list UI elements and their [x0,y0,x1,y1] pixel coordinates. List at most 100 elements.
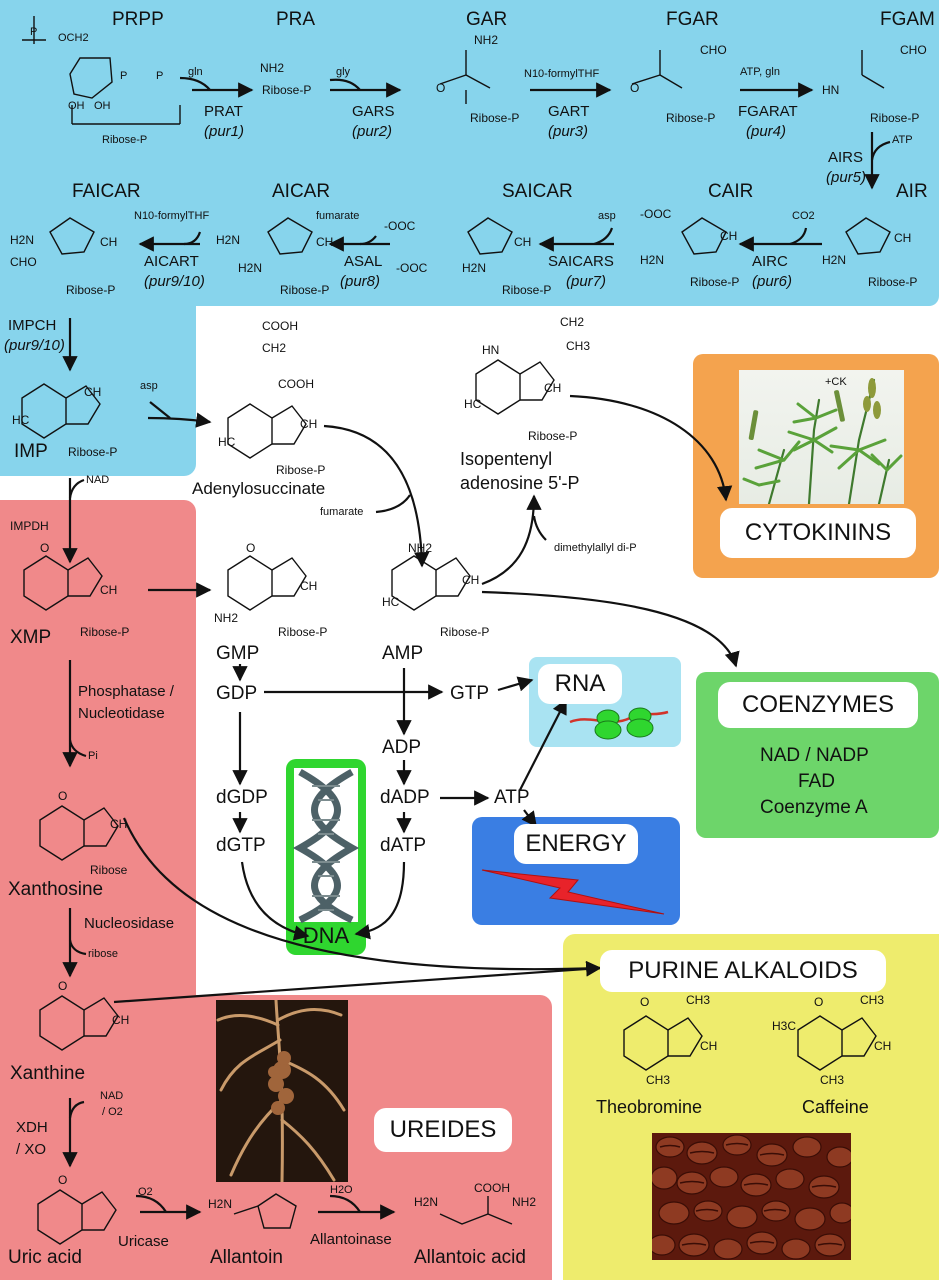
faicar-label: FAICAR [72,181,141,202]
fgarat-label: FGARAT [738,103,798,120]
asal-label: ASAL [344,253,383,270]
prpp-oh2: OH [94,100,111,112]
xmp-ribose-p: Ribose-P [80,625,130,639]
lupin-plant-photo: +CK [739,370,904,504]
isopentenyl-hn: HN [482,343,500,357]
gdp-label: GDP [216,683,258,704]
prpp-och2: OCH2 [58,32,89,44]
nucleotidase-label: Nucleotidase [78,705,165,722]
allantoic-cooh: COOH [474,1181,510,1195]
prpp-p: P [30,26,38,38]
xanthine-ch: CH [112,1013,130,1027]
cytokinins-box: CYTOKININS [720,508,916,558]
theobromine-o: O [640,995,650,1009]
saicar-h2n: H2N [462,261,487,275]
gar-ribose-p: Ribose-P [470,111,520,125]
pur910b-label: (pur9/10) [4,337,65,354]
isopentenyl-ch: CH [544,381,562,395]
saicar-ribose-p: Ribose-P [502,283,552,297]
ureides-title: UREIDES [389,1116,497,1143]
dimethylallyl-label: dimethylallyl di-P [554,542,637,554]
airs-label: AIRS [828,149,864,166]
prpp-p3: P [156,70,164,82]
caffeine-label: Caffeine [802,1097,869,1117]
allantoic-nh2: NH2 [512,1195,537,1209]
dna-title: DNA [302,923,350,948]
adenylosuccinate-label: Adenylosuccinate [192,479,326,498]
pi-label: Pi [88,750,98,762]
gmp-ribose-p: Ribose-P [278,625,328,639]
asp-label-1: asp [598,210,616,222]
purine-alkaloids-box: PURINE ALKALOIDS [600,950,886,992]
amp-nh2: NH2 [408,541,433,555]
root-nodule-photo [216,1000,348,1182]
rna-title: RNA [554,670,606,697]
caffeine-o: O [814,995,824,1009]
prpp-oh1: OH [68,100,85,112]
allantoin-label: Allantoin [210,1247,283,1268]
asp-label-2: asp [140,380,158,392]
ribosome-icon [569,707,669,740]
aicar-h2n: H2N [216,233,241,247]
pur910a-label: (pur9/10) [144,273,205,290]
fgar-cho: CHO [700,43,727,57]
theobromine-label: Theobromine [596,1097,703,1117]
air-h2n: H2N [822,253,847,267]
coenzymes-box: COENZYMES [718,682,918,728]
uricase-label: Uricase [118,1233,169,1250]
pur3-label: (pur3) [548,123,589,140]
imp-label: IMP [14,441,48,462]
xanthine-o: O [58,979,68,993]
impch-label: IMPCH [8,317,57,334]
cair-ribose-p: Ribose-P [690,275,740,289]
isopentenyl-ch2: CH2 [560,315,585,329]
imp-ch: CH [84,385,102,399]
ck-label: +CK [825,376,847,388]
dna-helix-icon [292,768,360,924]
adenylo-ch: CH [300,417,318,431]
cair-ooc: -OOC [640,207,672,221]
energy-box: ENERGY [514,824,638,864]
gar-label: GAR [466,9,508,30]
theobromine-ch3-top: CH3 [686,993,711,1007]
pra-nh2: NH2 [260,61,285,75]
xmp-o: O [40,541,50,555]
energy-title: ENERGY [525,830,627,857]
pur4-label: (pur4) [746,123,787,140]
gly-label: gly [336,66,351,78]
airc-label: AIRC [752,253,788,270]
uric-o: O [58,1173,68,1187]
nad-o2-label-1: NAD [100,1090,124,1102]
saicar-label: SAICAR [502,181,573,202]
pur7-label: (pur7) [566,273,607,290]
amp-hc: HC [382,595,400,609]
xo-label: / XO [16,1141,47,1158]
datp-label: dATP [380,835,427,856]
coffee-beans-photo [652,1133,851,1260]
uric-acid-label: Uric acid [8,1247,82,1268]
saicars-label: SAICARS [548,253,614,270]
isopentenyl-label-1: Isopentenyl [460,449,553,469]
dadp-label: dADP [380,787,430,808]
co2-label: CO2 [792,210,815,222]
atp-label: ATP [494,787,530,808]
gln-label: gln [188,66,203,78]
fgam-label: FGAM [880,9,935,30]
allantoic-acid-label: Allantoic acid [414,1247,526,1268]
isopentenyl-hc: HC [464,397,482,411]
cair-ch: CH [720,229,738,243]
faicar-ch: CH [100,235,118,249]
theobromine-ch: CH [700,1039,718,1053]
saicar-ooc2: -OOC [396,261,428,275]
allantoic-h2n: H2N [414,1195,439,1209]
isopentenyl-label-2: adenosine 5'-P [460,473,580,493]
xanthine-label: Xanthine [10,1063,86,1084]
purine-alkaloids-title: PURINE ALKALOIDS [628,957,858,984]
xdh-label: XDH [16,1119,48,1136]
fgar-ribose-p: Ribose-P [666,111,716,125]
imp-ribose-p: Ribose-P [68,445,118,459]
saicar-ooc: -OOC [384,219,416,233]
phosphatase-label: Phosphatase / [78,683,174,700]
dgdp-label: dGDP [216,787,268,808]
aicar-ribose-p: Ribose-P [280,283,330,297]
